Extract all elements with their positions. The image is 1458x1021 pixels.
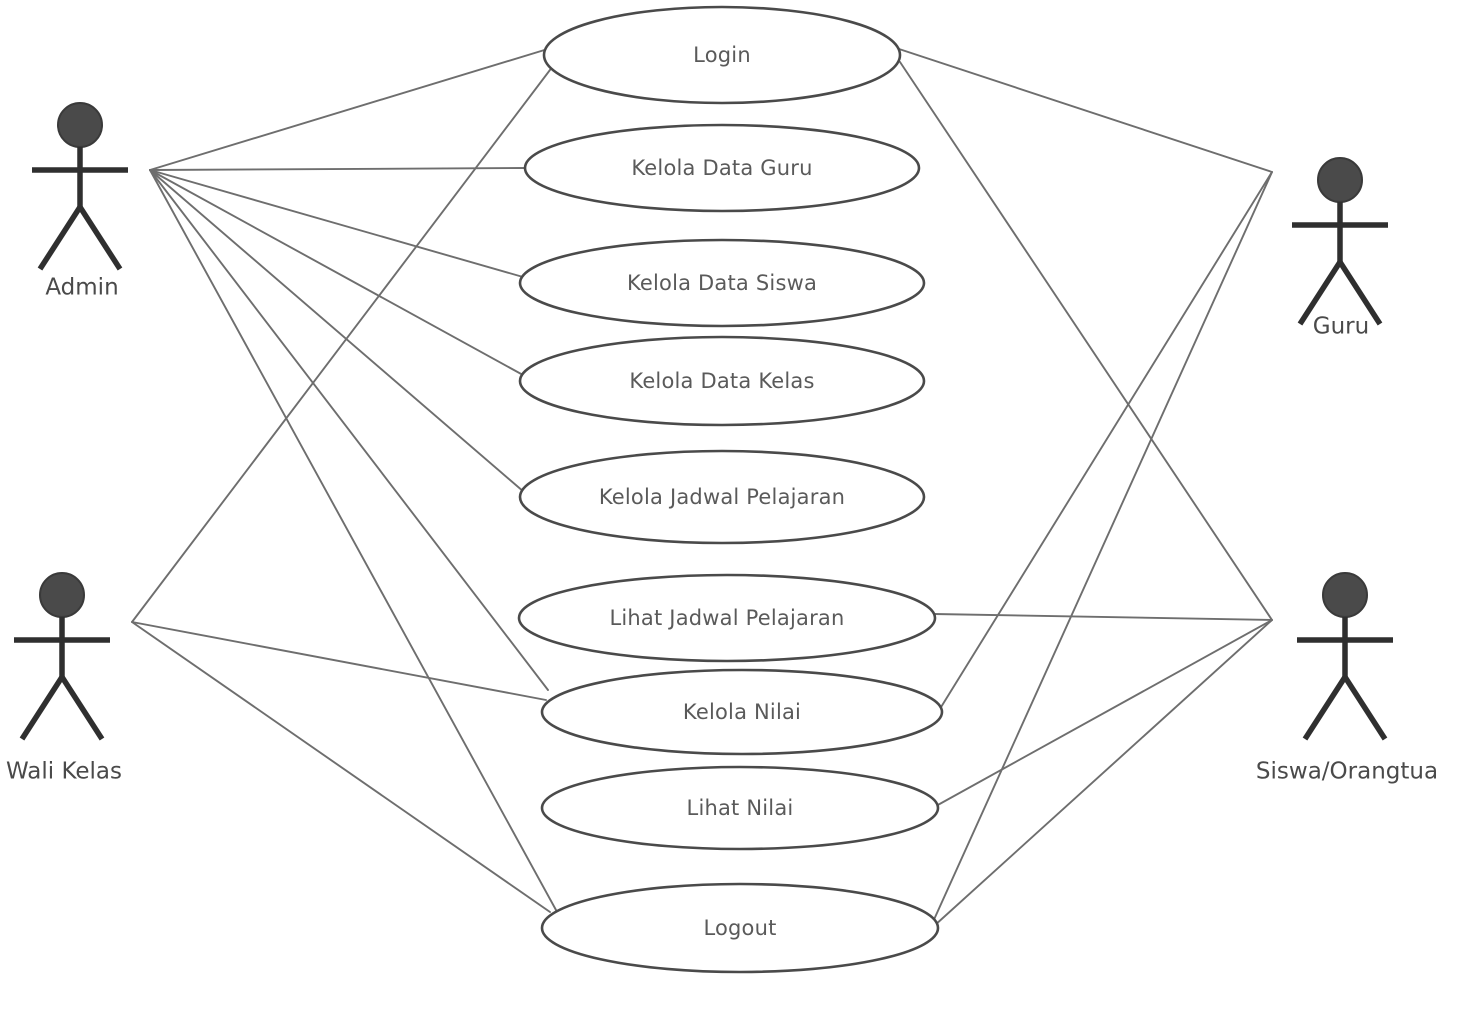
use-case-label-login: Login bbox=[693, 43, 751, 67]
actor-guru[interactable]: Guru bbox=[1292, 157, 1388, 340]
association-line-admin-kelola_kelas bbox=[149, 169, 524, 376]
use-case-lihat_nilai[interactable]: Lihat Nilai bbox=[540, 765, 940, 851]
association-line-guru-logout bbox=[931, 171, 1273, 925]
use-case-ellipse-kelola_siswa[interactable] bbox=[518, 238, 926, 328]
association-line-admin-kelola_guru bbox=[149, 167, 528, 171]
use-case-label-logout: Logout bbox=[703, 916, 776, 940]
association-line-wali-kelola_nilai bbox=[131, 621, 547, 701]
use-case-label-lihat_jadwal: Lihat Jadwal Pelajaran bbox=[609, 606, 844, 630]
actor-leg-left-admin bbox=[37, 205, 83, 271]
actor-head-icon-siswa bbox=[1322, 572, 1368, 618]
use-case-kelola_jadwal[interactable]: Kelola Jadwal Pelajaran bbox=[518, 449, 926, 545]
use-case-ellipse-kelola_nilai[interactable] bbox=[540, 668, 944, 756]
association-line-wali-login bbox=[131, 61, 557, 623]
use-case-ellipse-kelola_kelas[interactable] bbox=[518, 335, 926, 427]
association-line-siswa-lihat_nilai bbox=[935, 619, 1273, 807]
use-case-label-kelola_siswa: Kelola Data Siswa bbox=[627, 271, 817, 295]
association-line-guru-login bbox=[895, 47, 1273, 173]
actor-head-icon-admin bbox=[57, 102, 103, 148]
actor-leg-left-guru bbox=[1297, 260, 1343, 326]
use-case-ellipse-kelola_guru[interactable] bbox=[523, 123, 921, 213]
association-line-admin-logout bbox=[149, 169, 557, 911]
use-case-ellipse-login[interactable] bbox=[542, 5, 902, 105]
use-case-logout[interactable]: Logout bbox=[540, 882, 940, 974]
association-line-admin-kelola_jadwal bbox=[149, 169, 525, 493]
actor-leg-right-admin bbox=[77, 205, 123, 271]
actor-wali[interactable]: Wali Kelas bbox=[6, 572, 122, 785]
use-case-label-lihat_nilai: Lihat Nilai bbox=[687, 796, 794, 820]
use-case-kelola_siswa[interactable]: Kelola Data Siswa bbox=[518, 238, 926, 328]
association-line-siswa-lihat_jadwal bbox=[933, 613, 1273, 621]
actor-leg-right-siswa bbox=[1342, 675, 1388, 741]
use-case-label-kelola_guru: Kelola Data Guru bbox=[631, 156, 812, 180]
actor-head-icon-wali bbox=[39, 572, 85, 618]
actor-label-guru: Guru bbox=[1313, 314, 1369, 340]
actor-leg-right-guru bbox=[1337, 260, 1383, 326]
use-case-ellipse-logout[interactable] bbox=[540, 882, 940, 974]
association-lines-layer bbox=[131, 47, 1273, 927]
actor-head-icon-guru bbox=[1317, 157, 1363, 203]
actor-label-wali: Wali Kelas bbox=[6, 759, 122, 785]
association-line-siswa-login bbox=[899, 61, 1273, 621]
use-case-ellipse-kelola_jadwal[interactable] bbox=[518, 449, 926, 545]
use-case-kelola_nilai[interactable]: Kelola Nilai bbox=[540, 668, 944, 756]
association-line-guru-kelola_nilai bbox=[937, 171, 1273, 713]
association-line-admin-login bbox=[149, 47, 552, 171]
actor-leg-left-siswa bbox=[1302, 675, 1348, 741]
use-case-label-kelola_nilai: Kelola Nilai bbox=[683, 700, 801, 724]
use-case-ellipse-lihat_jadwal[interactable] bbox=[517, 573, 937, 663]
actor-admin[interactable]: Admin bbox=[32, 102, 128, 301]
use-case-kelola_guru[interactable]: Kelola Data Guru bbox=[523, 123, 921, 213]
use-case-lihat_jadwal[interactable]: Lihat Jadwal Pelajaran bbox=[517, 573, 937, 663]
association-line-admin-kelola_siswa bbox=[149, 169, 524, 278]
actor-leg-left-wali bbox=[19, 675, 65, 741]
use-case-kelola_kelas[interactable]: Kelola Data Kelas bbox=[518, 335, 926, 427]
association-line-siswa-logout bbox=[933, 619, 1273, 927]
use-case-login[interactable]: Login bbox=[542, 5, 902, 105]
actor-label-admin: Admin bbox=[45, 275, 118, 301]
actor-leg-right-wali bbox=[59, 675, 105, 741]
actor-label-siswa: Siswa/Orangtua bbox=[1256, 759, 1438, 785]
association-line-admin-lihat_jadwal bbox=[149, 169, 549, 691]
use-case-label-kelola_jadwal: Kelola Jadwal Pelajaran bbox=[599, 485, 845, 509]
association-line-wali-logout bbox=[131, 621, 551, 913]
use-case-label-kelola_kelas: Kelola Data Kelas bbox=[629, 369, 814, 393]
use-case-ellipse-lihat_nilai[interactable] bbox=[540, 765, 940, 851]
actor-siswa[interactable]: Siswa/Orangtua bbox=[1256, 572, 1438, 785]
